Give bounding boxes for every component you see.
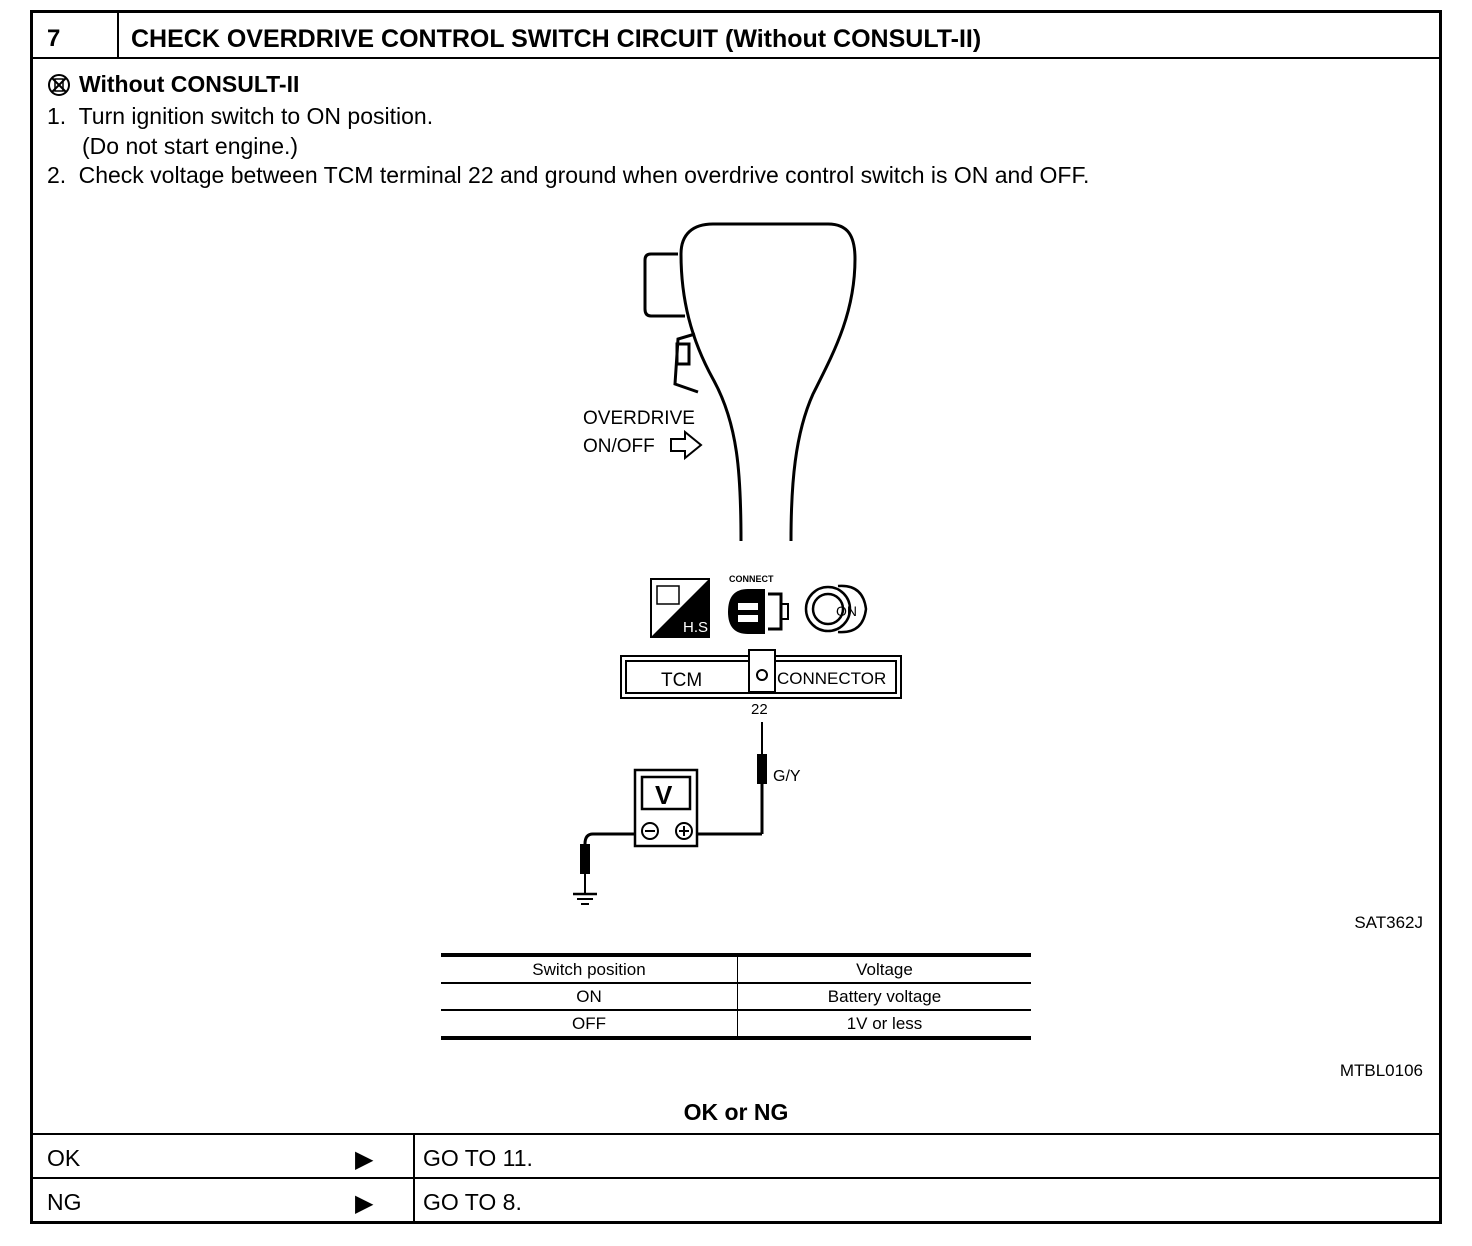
step-body: Without CONSULT-II 1. Turn ignition swit… [33,59,1439,1139]
spec-table: Switch position Voltage ON Battery volta… [441,953,1031,1040]
figure-id: SAT362J [1354,913,1423,932]
table-id: MTBL0106 [1339,1061,1423,1080]
divider [413,1135,415,1177]
voltmeter-circuit: G/Y V [573,722,801,905]
result-ng-action: GO TO 8. [423,1189,522,1215]
connector-name-label: CONNECTOR [777,669,886,688]
step-1-text: Turn ignition switch to ON position. [78,103,434,129]
connect-label: CONNECT [729,574,774,584]
spec-table-header-row: Switch position Voltage [441,953,1031,983]
arrow-right-icon: ▶ [355,1190,374,1217]
connector-tcm-label: TCM [661,670,702,691]
step-1-number: 1. [47,103,67,129]
header-voltage: Voltage [737,953,1031,983]
callout-arrow-icon [670,429,703,461]
callout-line-1: OVERDRIVE [583,408,695,429]
result-ng-key: NG [47,1189,82,1215]
callout-line-2: ON/OFF [583,436,655,457]
result-row-ng: NG ▶ GO TO 8. [33,1177,1439,1221]
no-consult-icon [48,73,70,96]
procedure-sheet: 7 CHECK OVERDRIVE CONTROL SWITCH CIRCUIT… [30,10,1442,1224]
voltmeter-label: V [655,780,673,810]
step-1: 1. Turn ignition switch to ON position. [47,103,433,130]
harness-side-icon: H.S [650,578,710,638]
cell-voltage-off: 1V or less [737,1009,1031,1040]
result-ok-action: GO TO 11. [423,1145,533,1171]
circuit-diagram: OVERDRIVE ON/OFF H.S CONNECT [573,222,902,905]
terminal-number: 22 [751,701,768,718]
step-2-number: 2. [47,162,67,188]
cell-switch-off: OFF [441,1009,738,1040]
step-header: 7 CHECK OVERDRIVE CONTROL SWITCH CIRCUIT… [33,13,1439,59]
step-2-text: Check voltage between TCM terminal 22 an… [78,162,1090,188]
result-row-ok: OK ▶ GO TO 11. [33,1133,1439,1177]
divider [413,1179,415,1221]
hs-label: H.S [683,619,708,636]
step-number: 7 [33,13,119,57]
wire-color-label: G/Y [773,768,801,785]
result-heading: OK or NG [683,1099,789,1125]
table-row: OFF 1V or less [441,1009,1031,1040]
key-on-label: ON [836,603,857,619]
step-2: 2. Check voltage between TCM terminal 22… [47,162,1089,189]
table-row: ON Battery voltage [441,982,1031,1010]
cell-switch-on: ON [441,982,738,1010]
header-switch-position: Switch position [441,953,738,983]
mode-label: Without CONSULT-II [79,71,300,97]
arrow-right-icon: ▶ [355,1146,374,1173]
shift-knob-illustration [643,222,857,542]
cell-voltage-on: Battery voltage [737,982,1031,1010]
ignition-key-icon: ON [804,584,868,634]
voltmeter [633,768,699,848]
step-1-note: (Do not start engine.) [82,133,299,159]
step-title: CHECK OVERDRIVE CONTROL SWITCH CIRCUIT (… [131,25,982,53]
mode-label-row: Without CONSULT-II [47,71,299,98]
connect-icon: CONNECT [728,574,789,634]
tcm-connector: TCM CONNECTOR 22 [620,649,902,718]
result-ok-key: OK [47,1145,81,1171]
